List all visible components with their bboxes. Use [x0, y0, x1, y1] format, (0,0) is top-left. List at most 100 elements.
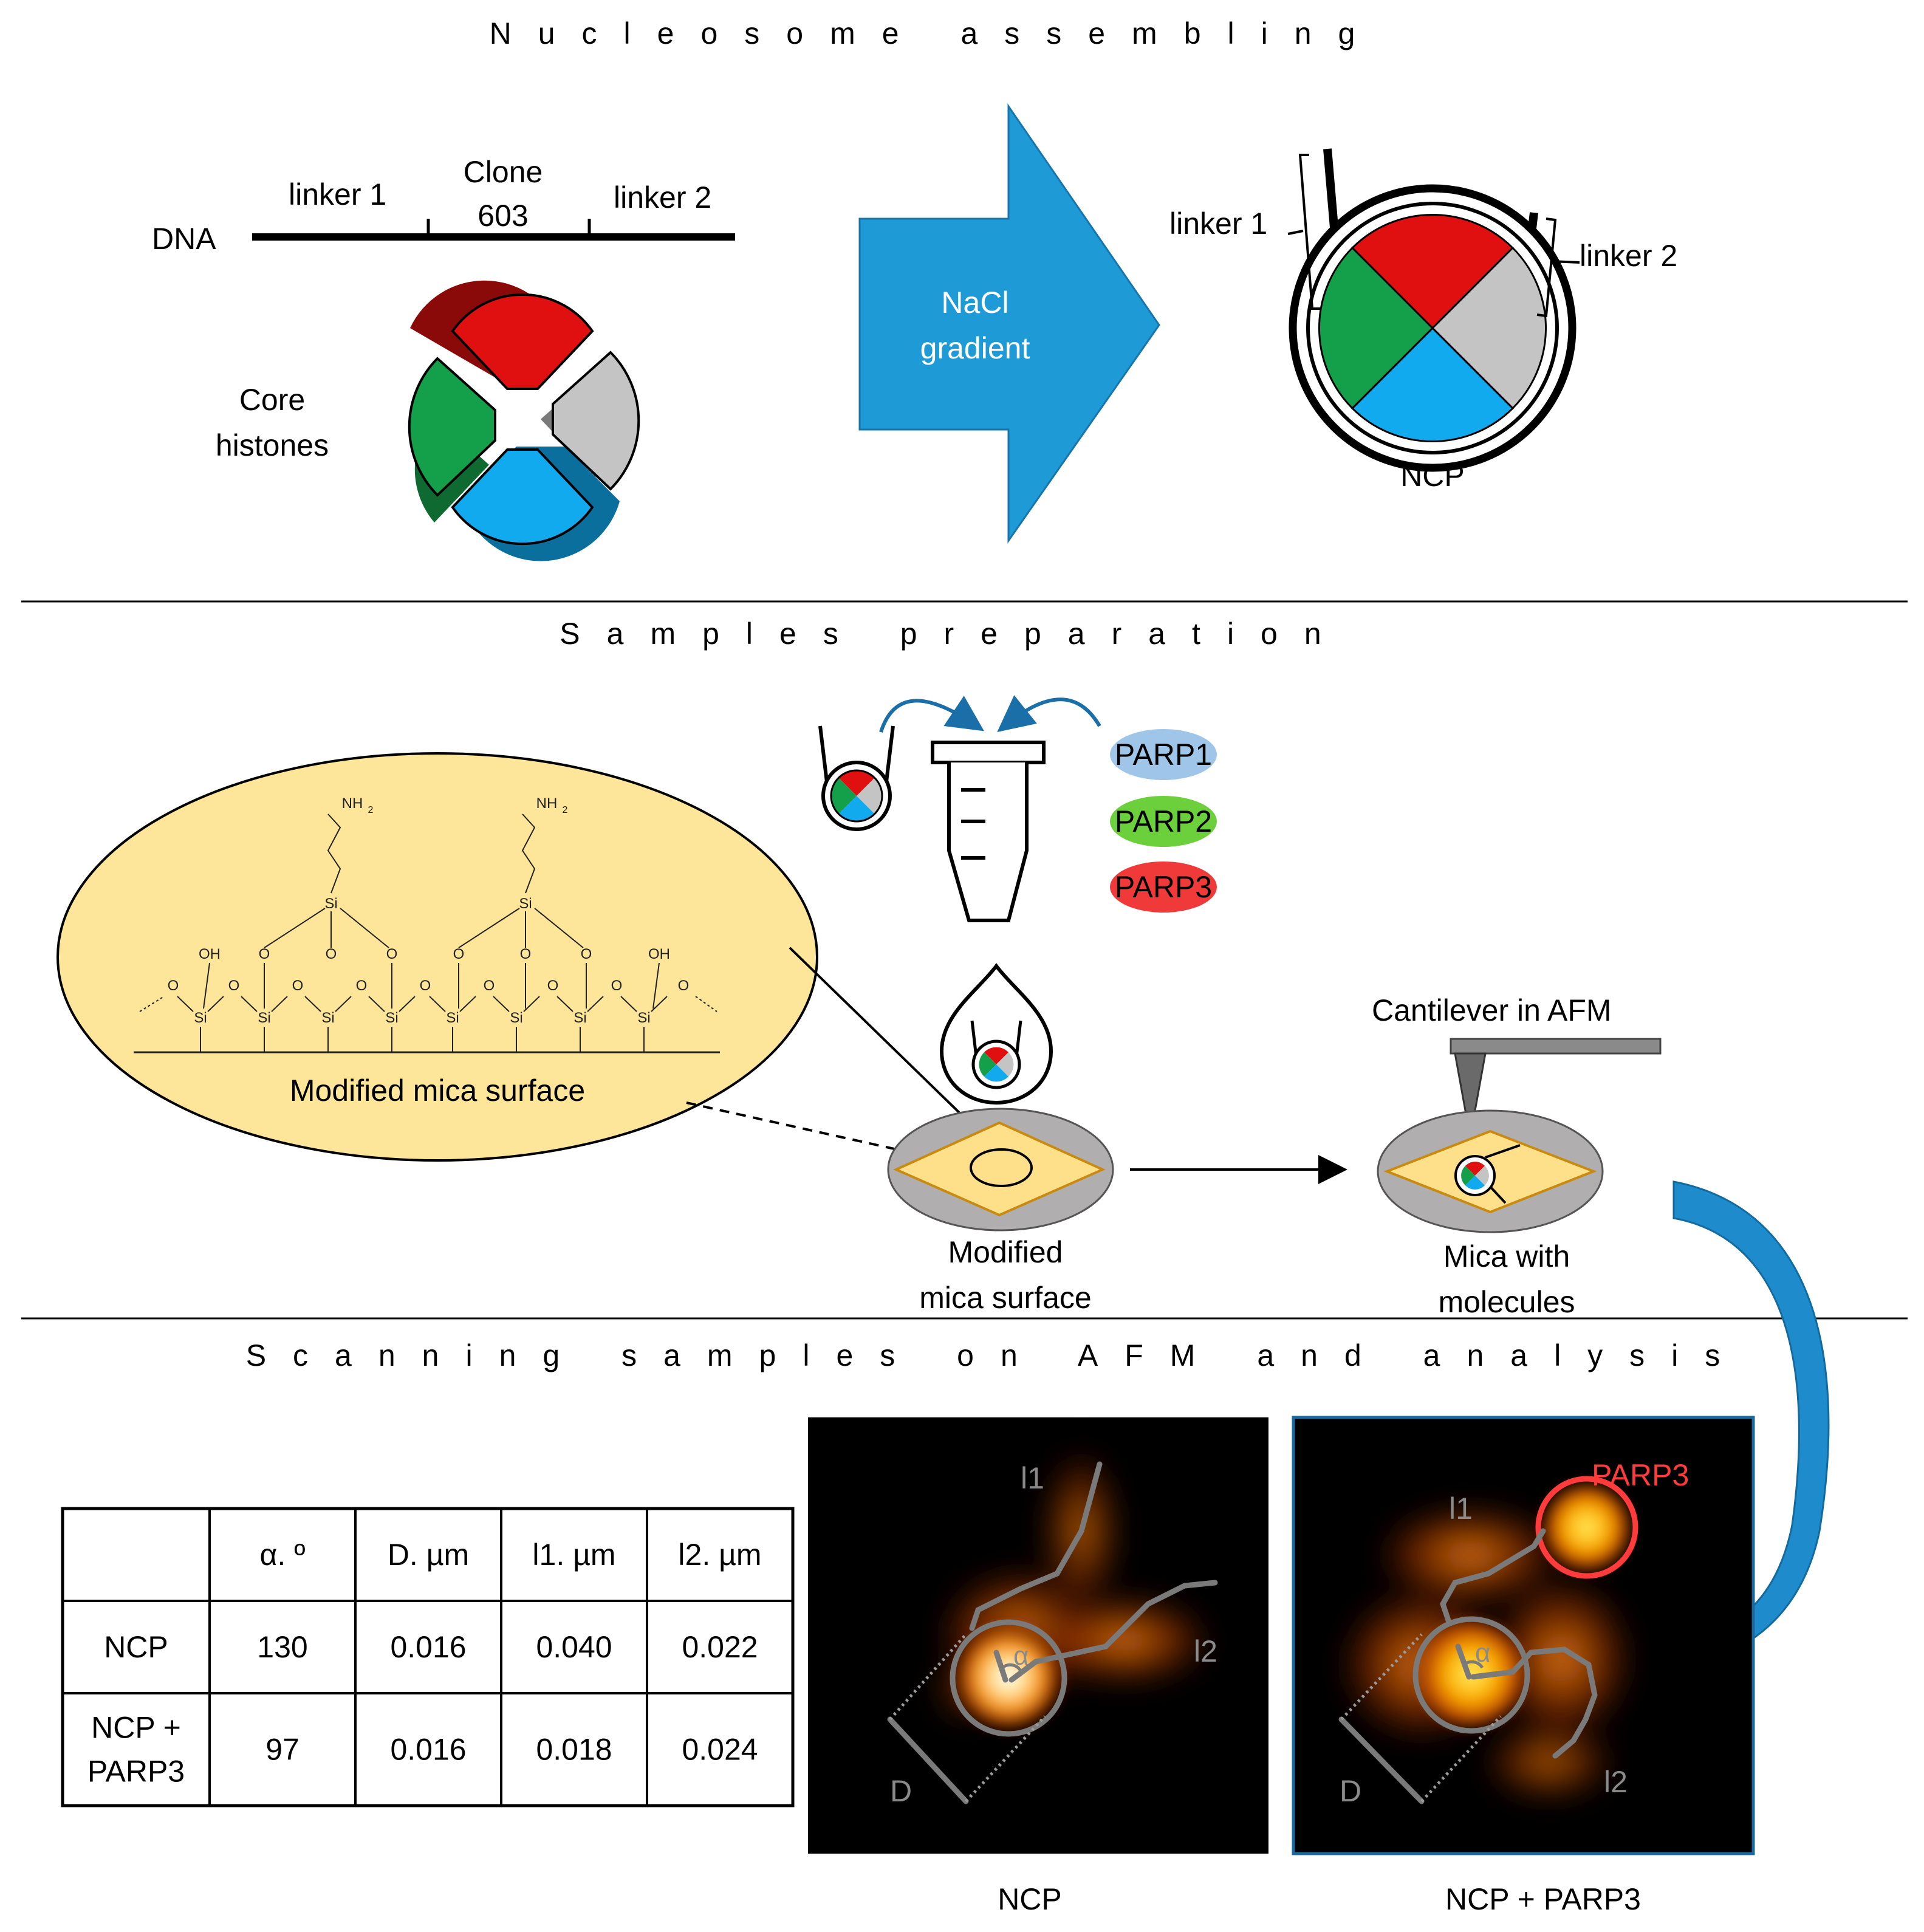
ncp-icon	[1287, 148, 1580, 472]
table-cell: 0.024	[682, 1733, 758, 1767]
afm-image-ncp-parp3	[1292, 1416, 1755, 1855]
arrow-label-line2: gradient	[920, 331, 1030, 365]
core-histones-line2: histones	[216, 428, 329, 462]
chem-atom: 2	[563, 805, 568, 815]
chem-atom: 2	[368, 805, 374, 815]
chem-ellipse	[56, 752, 818, 1162]
chem-atom: O	[228, 978, 240, 994]
section-title-scanning: Scanning samples on AFM and analysis	[246, 1338, 1747, 1372]
section-title-assembly: Nucleosome assembling	[490, 16, 1382, 50]
molecules-label-line2: molecules	[1438, 1285, 1575, 1319]
chem-atom: O	[168, 978, 179, 994]
afm-left-l2: l2	[1194, 1634, 1217, 1668]
table-cell: 97	[265, 1733, 300, 1767]
parp-label: PARP1	[1115, 738, 1212, 772]
tube-icon	[931, 741, 1046, 922]
ncp-linker1-label: linker 1	[1169, 207, 1267, 241]
table-cell: 0.016	[390, 1630, 466, 1664]
chem-atom: Si	[194, 1010, 207, 1026]
afm-left-alpha: α	[1013, 1641, 1029, 1671]
parp-label: PARP2	[1115, 804, 1212, 838]
lattice-bonds	[139, 962, 717, 1052]
parp-ellipse	[1110, 796, 1217, 847]
dna-label: DNA	[152, 222, 216, 256]
connector-dashed	[686, 1101, 933, 1159]
core-histones-line1: Core	[239, 383, 305, 417]
afm-left-d: D	[890, 1774, 912, 1808]
parp-label: PARP3	[1115, 870, 1212, 904]
afm-right-d: D	[1340, 1774, 1361, 1808]
afm-right-l2: l2	[1604, 1765, 1628, 1799]
table-row-label: NCP +	[91, 1711, 181, 1745]
curved-arrow-left	[879, 696, 984, 733]
chem-atom: NH	[536, 795, 558, 812]
chem-atom: Si	[637, 1010, 650, 1026]
chem-atom: O	[386, 946, 398, 962]
cantilever-icon	[1450, 1038, 1662, 1138]
chem-atom: O	[453, 946, 465, 962]
linker1-label: linker 1	[289, 177, 386, 211]
table-border	[61, 1507, 795, 1807]
afm-right-parp-label: PARP3	[1592, 1458, 1689, 1492]
chem-atom: Si	[324, 896, 337, 912]
arrow-label-line1: NaCl	[941, 286, 1008, 320]
molecules-label-line1: Mica with	[1443, 1239, 1570, 1273]
afm-left-l1: l1	[1021, 1461, 1044, 1495]
mica-molecules-icon	[1377, 1109, 1604, 1233]
parp-ellipse	[1110, 862, 1217, 913]
core-histones-icon	[408, 280, 640, 561]
parp-item-3: PARP3	[1110, 862, 1217, 913]
chem-atom: Si	[258, 1010, 270, 1026]
cantilever-label: Cantilever in AFM	[1372, 993, 1612, 1027]
chem-atom: Si	[510, 1010, 522, 1026]
ncp-small-icon	[818, 725, 895, 831]
chem-atom: O	[547, 978, 559, 994]
mica-disc-icon	[887, 1108, 1114, 1231]
chem-atom: OH	[199, 946, 221, 962]
table-cell: 0.018	[536, 1733, 612, 1767]
chem-atom: Si	[519, 896, 532, 912]
ellipse-label: Modified mica surface	[290, 1074, 585, 1108]
chem-atom: O	[484, 978, 495, 994]
table-cell: 0.040	[536, 1630, 612, 1664]
mica-label-line1: Modified	[948, 1235, 1063, 1269]
dna-strand	[252, 219, 735, 241]
chem-atom: O	[259, 946, 270, 962]
clone-label-line2: 603	[478, 199, 528, 233]
table-row-label: PARP3	[87, 1755, 185, 1789]
clone-label-line1: Clone	[464, 155, 543, 189]
chem-atom: Si	[321, 1010, 334, 1026]
parp-ellipse	[1110, 729, 1217, 780]
chem-atom: O	[292, 978, 304, 994]
table-header: l2. µm	[678, 1538, 761, 1572]
chem-atom: O	[356, 978, 368, 994]
chem-atom: O	[520, 946, 532, 962]
table-cell: 130	[257, 1630, 307, 1664]
table-header: α. º	[260, 1538, 306, 1572]
parp-item-2: PARP2	[1110, 796, 1217, 847]
chem-atom: Si	[573, 1010, 586, 1026]
silane-structure	[134, 814, 720, 1053]
afm-left-caption: NCP	[998, 1882, 1062, 1916]
chem-atom: O	[420, 978, 431, 994]
ncp-label: NCP	[1400, 459, 1465, 493]
curved-arrow-right	[997, 695, 1101, 732]
linker2-label: linker 2	[614, 180, 711, 214]
chem-atom: NH	[342, 795, 363, 812]
chem-atom: OH	[648, 946, 670, 962]
parp-item-1: PARP1	[1110, 729, 1217, 780]
table-cell: 0.022	[682, 1630, 758, 1664]
table-header: l1. µm	[532, 1538, 615, 1572]
nacl-gradient-arrow	[858, 103, 1160, 544]
droplet-icon	[939, 963, 1053, 1105]
table-header: D. µm	[388, 1538, 469, 1572]
mica-label-line2: mica surface	[919, 1281, 1091, 1315]
chem-atom: O	[678, 978, 690, 994]
afm-right-l1: l1	[1449, 1492, 1473, 1526]
chem-atom: O	[611, 978, 623, 994]
chem-atom: Si	[385, 1010, 398, 1026]
afm-image-ncp	[808, 1417, 1268, 1854]
